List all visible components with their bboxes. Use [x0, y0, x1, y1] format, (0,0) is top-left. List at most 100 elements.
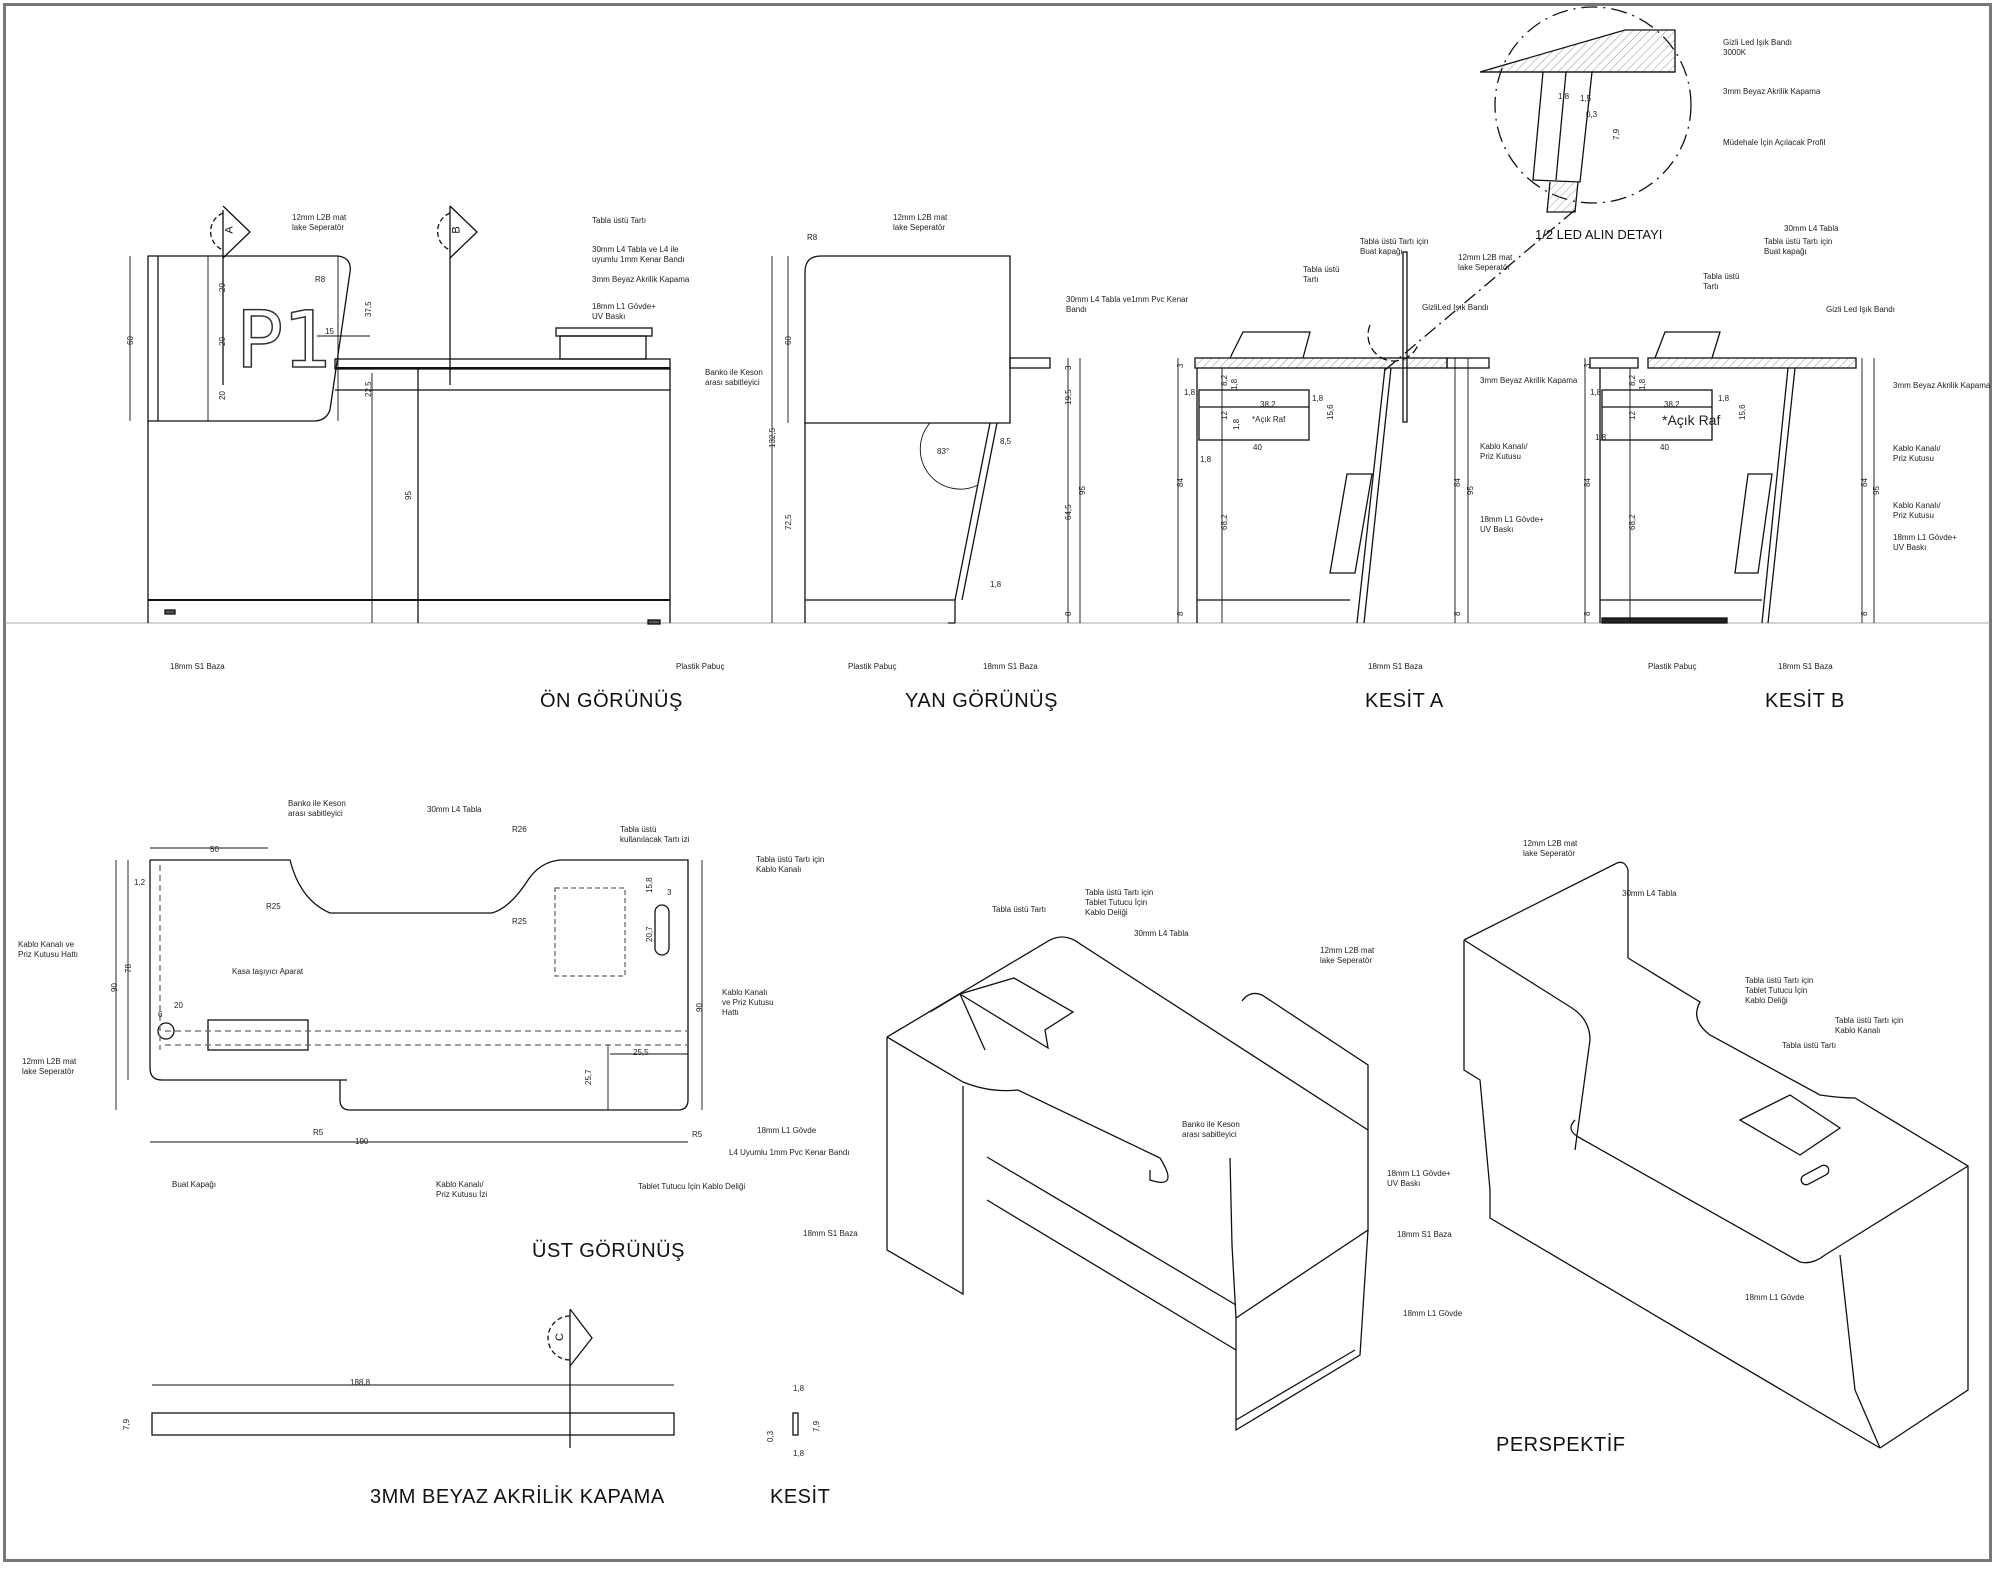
- dim-a-8-2: 8,2: [1220, 374, 1229, 386]
- dim-side-95: 95: [1078, 486, 1087, 495]
- dim-top-6: 6: [158, 1010, 163, 1019]
- dim-front-20a: 20: [218, 283, 227, 292]
- label-b-cable-2: Kablo Kanalı/ Priz Kutusu: [1893, 501, 1941, 520]
- dim-top-78: 78: [124, 964, 133, 973]
- label-front-base: 18mm S1 Baza: [170, 662, 225, 671]
- dim-front-37-5: 37,5: [364, 301, 373, 317]
- dim-b-8: 8: [1583, 611, 1592, 616]
- label-side-separator: 12mm L2B mat lake Seperatör: [893, 213, 948, 232]
- label-top-cable-line-2: Kablo Kanalı ve Priz Kutusu Hattı: [722, 988, 774, 1017]
- dim-side-83deg: 83°: [937, 447, 950, 456]
- dim-b-68-2: 68,2: [1628, 514, 1637, 530]
- front-view-drawing: [129, 205, 671, 625]
- label-pr-tablet-hole: Tabla üstü Tartı için Tablet Tutucu İçin…: [1745, 976, 1814, 1005]
- dim-top-25-5: 25,5: [633, 1048, 649, 1057]
- title-acrylic-cover: 3MM BEYAZ AKRİLİK KAPAMA: [370, 1486, 665, 1508]
- label-pr-cable-channel: Tabla üstü Tartı için Kablo Kanalı: [1835, 1016, 1904, 1035]
- dim-a-12: 12: [1220, 411, 1229, 420]
- label-b-acrylic: 3mm Beyaz Akrilik Kapama: [1893, 381, 1991, 390]
- dim-a-8r: 8: [1453, 611, 1462, 616]
- dim-b-1-8a: 1,8: [1638, 378, 1647, 390]
- label-a-body: 18mm L1 Gövde+ UV Baskı: [1480, 515, 1544, 534]
- label-pl-body-2: 18mm L1 Gövde: [1403, 1309, 1463, 1318]
- dim-a-8: 8: [1176, 611, 1185, 616]
- dim-led-7-9: 7,9: [1612, 128, 1621, 140]
- perspective-left-drawing: [886, 936, 1369, 1432]
- dim-top-r25b: R25: [512, 917, 527, 926]
- label-top-fixer: Banko ile Keson arası sabitleyici: [288, 799, 346, 818]
- dim-side-8: 8: [1064, 611, 1073, 616]
- label-pl-edge-band: L4 Uyumlu 1mm Pvc Kenar Bandı: [729, 1148, 850, 1157]
- label-pr-scale: Tabla üstü Tartı: [1782, 1041, 1837, 1050]
- title-section-a: KESİT A: [1365, 690, 1444, 712]
- dim-b-84r: 84: [1860, 478, 1869, 487]
- label-top-cable-channel: Tabla üstü Tartı için Kablo Kanalı: [756, 855, 825, 874]
- label-pr-separator: 12mm L2B mat lake Seperatör: [1523, 839, 1578, 858]
- label-a-acrylic: 3mm Beyaz Akrilik Kapama: [1480, 376, 1578, 385]
- label-pr-body: 18mm L1 Gövde: [1745, 1293, 1805, 1302]
- label-top-tablet-hole: Tablet Tutucu İçin Kablo Deliği: [638, 1182, 746, 1191]
- dim-a-15-6: 15,6: [1326, 404, 1335, 420]
- dim-cover-sec-7-9: 7,9: [812, 1420, 821, 1432]
- label-pr-tabletop: 30mm L4 Tabla: [1622, 889, 1677, 898]
- title-led-detail: 1/2 LED ALIN DETAYI: [1535, 227, 1663, 242]
- label-front-body: 18mm L1 Gövde+ UV Baskı: [592, 302, 656, 321]
- dim-front-60: 60: [126, 336, 135, 345]
- dim-top-r5a: R5: [313, 1128, 324, 1137]
- dim-front-20c: 20: [218, 391, 227, 400]
- label-a-junction-cover: Tabla üstü Tartı için Buat kapağı: [1360, 237, 1429, 256]
- dim-b-1-8c: 1,8: [1718, 394, 1730, 403]
- label-pl-separator: 12mm L2B mat lake Seperatör: [1320, 946, 1375, 965]
- label-pl-scale: Tabla üstü Tartı: [992, 905, 1047, 914]
- dim-side-60: 60: [784, 336, 793, 345]
- dim-b-38-2: 38,2: [1664, 400, 1680, 409]
- side-view-drawing: [771, 255, 1081, 624]
- section-b-drawing: [1584, 331, 1875, 624]
- label-side-top: 30mm L4 Tabla ve1mm Pvc Kenar Bandı: [1066, 295, 1189, 314]
- dim-b-8-2: 8,2: [1628, 374, 1637, 386]
- section-marker-b: B: [450, 226, 463, 234]
- label-b-scale: Tabla üstü Tartı: [1703, 272, 1740, 291]
- dim-top-20: 20: [174, 1001, 183, 1010]
- dim-top-50: 50: [210, 845, 219, 854]
- label-pl-base: 18mm S1 Baza: [803, 1229, 858, 1238]
- label-top-cash-holder: Kasa taşıyıcı Aparat: [232, 967, 304, 976]
- label-pr-base: 18mm S1 Baza: [1397, 1230, 1452, 1239]
- dim-b-95: 95: [1872, 486, 1881, 495]
- label-b-cable-1: Kablo Kanalı/ Priz Kutusu: [1893, 444, 1941, 463]
- title-side-view: YAN GÖRÜNÜŞ: [905, 690, 1058, 712]
- label-led-strip: Gizli Led Işık Bandı 3000K: [1723, 38, 1792, 57]
- dim-side-72-5: 72,5: [784, 514, 793, 530]
- dim-a-84r: 84: [1453, 478, 1462, 487]
- dim-front-22-5: 22,5: [364, 381, 373, 397]
- dim-a-3: 3: [1176, 363, 1185, 368]
- dim-top-25-7: 25,7: [584, 1069, 593, 1085]
- dim-top-r26: R26: [512, 825, 527, 834]
- label-front-separator: 12mm L2B mat lake Seperatör: [292, 213, 347, 232]
- dim-front-95: 95: [404, 491, 413, 500]
- label-top-separator: 12mm L2B mat lake Seperatör: [22, 1057, 77, 1076]
- dim-b-3: 3: [1583, 363, 1592, 368]
- dim-top-20-7: 20,7: [645, 926, 654, 942]
- dim-cover-188-8: 188,8: [350, 1378, 371, 1387]
- label-pl-tablet-hole: Tabla üstü Tartı için Tablet Tutucu İçin…: [1085, 888, 1154, 917]
- dim-side-64-5: 64,5: [1064, 504, 1073, 520]
- label-top-cable-trace: Kablo Kanalı/ Priz Kutusu İzi: [436, 1180, 488, 1199]
- dim-b-15-6: 15,6: [1738, 404, 1747, 420]
- dim-a-68-2: 68,2: [1220, 514, 1229, 530]
- dim-b-84: 84: [1583, 478, 1592, 487]
- label-front-acrylic: 3mm Beyaz Akrilik Kapama: [592, 275, 690, 284]
- dim-front-r8: R8: [315, 275, 326, 284]
- label-side-foot: Plastik Pabuç: [848, 662, 897, 671]
- label-top-cable-line: Kablo Kanalı ve Priz Kutusu Hattı: [18, 940, 79, 959]
- title-top-view: ÜST GÖRÜNÜŞ: [532, 1240, 685, 1262]
- dim-a-1-8b: 1,8: [1184, 388, 1196, 397]
- label-b-top: 30mm L4 Tabla: [1784, 224, 1839, 233]
- dim-top-90r: 90: [695, 1003, 704, 1012]
- dim-top-r25a: R25: [266, 902, 281, 911]
- dim-a-40: 40: [1253, 443, 1262, 452]
- label-a-separator: 12mm L2B mat lake Seperatör: [1458, 253, 1513, 272]
- label-b-base: 18mm S1 Baza: [1778, 662, 1833, 671]
- dim-cover-sec-1-8a: 1,8: [793, 1384, 805, 1393]
